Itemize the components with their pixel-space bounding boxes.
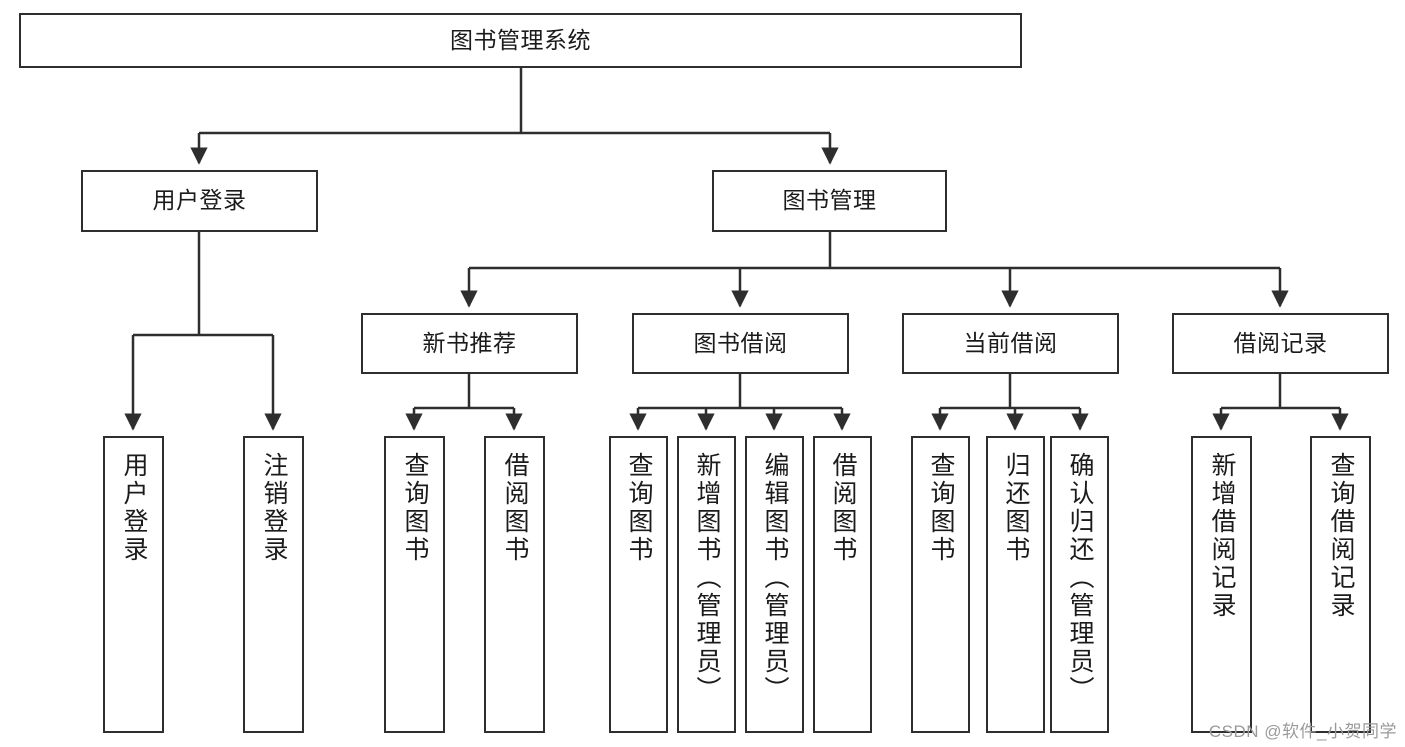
node-leaf-edit-book-label: 编辑图书（管理员）: [761, 452, 789, 704]
node-leaf-query-book-cur-label: 查询图书: [927, 452, 955, 564]
node-leaf-query-book-borrow-label: 查询图书: [625, 452, 653, 564]
node-leaf-add-book-label: 新增图书（管理员）: [693, 452, 721, 704]
node-leaf-borrow-book-rec[interactable]: 借阅图书: [484, 436, 545, 733]
node-leaf-query-book-rec[interactable]: 查询图书: [384, 436, 445, 733]
node-leaf-edit-book[interactable]: 编辑图书（管理员）: [745, 436, 804, 733]
node-new-book-rec-label: 新书推荐: [422, 329, 517, 356]
node-leaf-confirm-return[interactable]: 确认归还（管理员）: [1050, 436, 1109, 733]
node-leaf-borrow-book-rec-label: 借阅图书: [501, 452, 529, 564]
node-borrow-record[interactable]: 借阅记录: [1172, 313, 1389, 374]
node-root[interactable]: 图书管理系统: [19, 13, 1022, 68]
node-borrow-record-label: 借阅记录: [1233, 329, 1328, 356]
node-new-book-rec[interactable]: 新书推荐: [361, 313, 578, 374]
node-leaf-query-record[interactable]: 查询借阅记录: [1310, 436, 1371, 733]
node-book-borrow-label: 图书借阅: [693, 329, 788, 356]
node-leaf-add-book[interactable]: 新增图书（管理员）: [677, 436, 736, 733]
node-leaf-borrow-book[interactable]: 借阅图书: [813, 436, 872, 733]
node-current-borrow[interactable]: 当前借阅: [902, 313, 1119, 374]
node-leaf-logout[interactable]: 注销登录: [243, 436, 304, 733]
node-leaf-user-login-label: 用户登录: [120, 452, 148, 564]
node-leaf-query-record-label: 查询借阅记录: [1327, 452, 1355, 620]
node-current-borrow-label: 当前借阅: [963, 329, 1058, 356]
node-user-login-label: 用户登录: [152, 187, 247, 214]
node-book-borrow[interactable]: 图书借阅: [632, 313, 849, 374]
node-leaf-borrow-book-label: 借阅图书: [829, 452, 857, 564]
node-leaf-query-book-rec-label: 查询图书: [401, 452, 429, 564]
node-book-manage-label: 图书管理: [782, 187, 877, 214]
node-leaf-query-book-cur[interactable]: 查询图书: [911, 436, 970, 733]
node-leaf-logout-label: 注销登录: [260, 452, 288, 564]
node-leaf-return-book-label: 归还图书: [1002, 452, 1030, 564]
node-user-login[interactable]: 用户登录: [81, 170, 318, 232]
node-root-label: 图书管理系统: [450, 26, 591, 53]
node-leaf-query-book-borrow[interactable]: 查询图书: [609, 436, 668, 733]
node-leaf-return-book[interactable]: 归还图书: [986, 436, 1045, 733]
node-book-manage[interactable]: 图书管理: [712, 170, 947, 232]
node-leaf-confirm-return-label: 确认归还（管理员）: [1066, 452, 1094, 704]
node-leaf-add-record[interactable]: 新增借阅记录: [1191, 436, 1252, 733]
node-leaf-add-record-label: 新增借阅记录: [1208, 452, 1236, 620]
node-leaf-user-login[interactable]: 用户登录: [103, 436, 164, 733]
